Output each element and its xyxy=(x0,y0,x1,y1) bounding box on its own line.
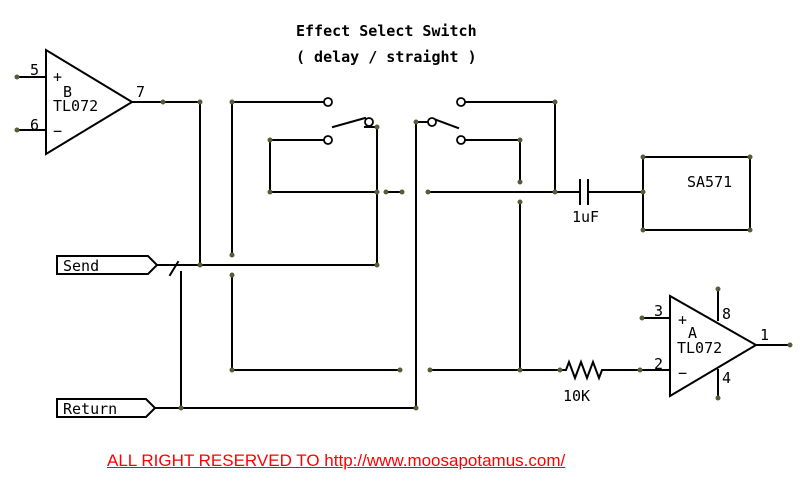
opamp-b-pin-out: 7 xyxy=(136,83,145,101)
opamp-b-minus-sign: − xyxy=(53,122,62,140)
node xyxy=(552,99,558,105)
node xyxy=(178,405,184,411)
switch-left-terminal-top xyxy=(323,97,333,107)
node xyxy=(374,124,380,130)
switch-left-terminal-bottom xyxy=(323,135,333,145)
node xyxy=(639,315,645,321)
sa571-box xyxy=(642,156,751,231)
opamp-a-pin-vcc: 8 xyxy=(722,305,731,323)
sa571-ic: SA571 xyxy=(642,156,751,231)
resistor-value: 10K xyxy=(563,387,590,405)
title-line-2: ( delay / straight ) xyxy=(296,48,477,66)
opamp-b-plus-sign: + xyxy=(53,68,62,86)
node xyxy=(517,179,523,185)
node xyxy=(427,367,433,373)
node xyxy=(197,262,203,268)
node xyxy=(229,252,235,258)
return-port-label: Return xyxy=(63,400,117,418)
node xyxy=(229,99,235,105)
switch-right-terminal-top xyxy=(456,97,466,107)
node xyxy=(640,227,646,233)
opamp-a: 3 2 + − A TL072 8 4 1 xyxy=(639,286,793,401)
capacitor-1uf: 1uF xyxy=(572,179,599,226)
node xyxy=(715,395,721,401)
node xyxy=(374,262,380,268)
return-port: Return xyxy=(56,398,157,418)
opamp-a-plus-sign: + xyxy=(678,311,687,329)
opamp-b-pin-minus: 6 xyxy=(30,116,39,134)
wire-crossing-mark xyxy=(168,260,180,277)
opamp-b-pin-plus: 5 xyxy=(30,61,39,79)
send-port-shape xyxy=(56,255,159,275)
node xyxy=(267,189,273,195)
opamp-b: 5 6 + − B TL072 7 xyxy=(14,48,145,156)
opamp-a-pin-plus: 3 xyxy=(654,302,663,320)
title-line-1: Effect Select Switch xyxy=(296,22,477,40)
node xyxy=(747,154,753,160)
opamp-a-pin-gnd: 4 xyxy=(722,369,731,387)
node xyxy=(517,137,523,143)
node xyxy=(552,189,558,195)
node xyxy=(640,154,646,160)
node xyxy=(399,189,405,195)
switch-right-terminal-bottom xyxy=(456,135,466,145)
resistor-10k: 10K xyxy=(559,359,641,405)
capacitor-value: 1uF xyxy=(572,208,599,226)
opamp-a-minus-sign: − xyxy=(678,364,687,382)
opamp-b-unit: B xyxy=(63,83,72,101)
node xyxy=(747,227,753,233)
sa571-label: SA571 xyxy=(687,173,732,191)
opamp-a-unit: A xyxy=(688,324,697,342)
send-port: Send xyxy=(56,255,159,275)
node xyxy=(14,74,20,80)
node xyxy=(557,367,563,373)
resistor-zigzag xyxy=(559,359,641,381)
node xyxy=(197,99,203,105)
node xyxy=(267,137,273,143)
node xyxy=(229,367,235,373)
switch-right-lever xyxy=(432,117,460,130)
node xyxy=(517,367,523,373)
junction-dots xyxy=(160,99,753,411)
node xyxy=(413,405,419,411)
send-port-label: Send xyxy=(63,257,99,275)
node xyxy=(637,367,643,373)
node xyxy=(397,367,403,373)
node xyxy=(425,189,431,195)
switch-left-common xyxy=(364,117,374,127)
switch-right-common xyxy=(427,117,437,127)
node xyxy=(374,189,380,195)
return-port-shape xyxy=(56,398,157,418)
node xyxy=(640,189,646,195)
opamp-a-pin-minus: 2 xyxy=(654,355,663,373)
opamp-a-triangle xyxy=(669,294,758,398)
node xyxy=(715,286,721,292)
node xyxy=(413,119,419,125)
switch-left-lever xyxy=(331,116,367,129)
node xyxy=(787,342,793,348)
node xyxy=(14,127,20,133)
node xyxy=(160,99,166,105)
copyright-link[interactable]: ALL RIGHT RESERVED TO http://www.moosapo… xyxy=(107,451,566,470)
node xyxy=(517,199,523,205)
opamp-b-part: TL072 xyxy=(53,97,98,115)
node xyxy=(229,272,235,278)
opamp-b-triangle xyxy=(45,48,134,156)
node xyxy=(383,189,389,195)
opamp-a-pin-out: 1 xyxy=(760,326,769,344)
opamp-a-part: TL072 xyxy=(677,339,722,357)
